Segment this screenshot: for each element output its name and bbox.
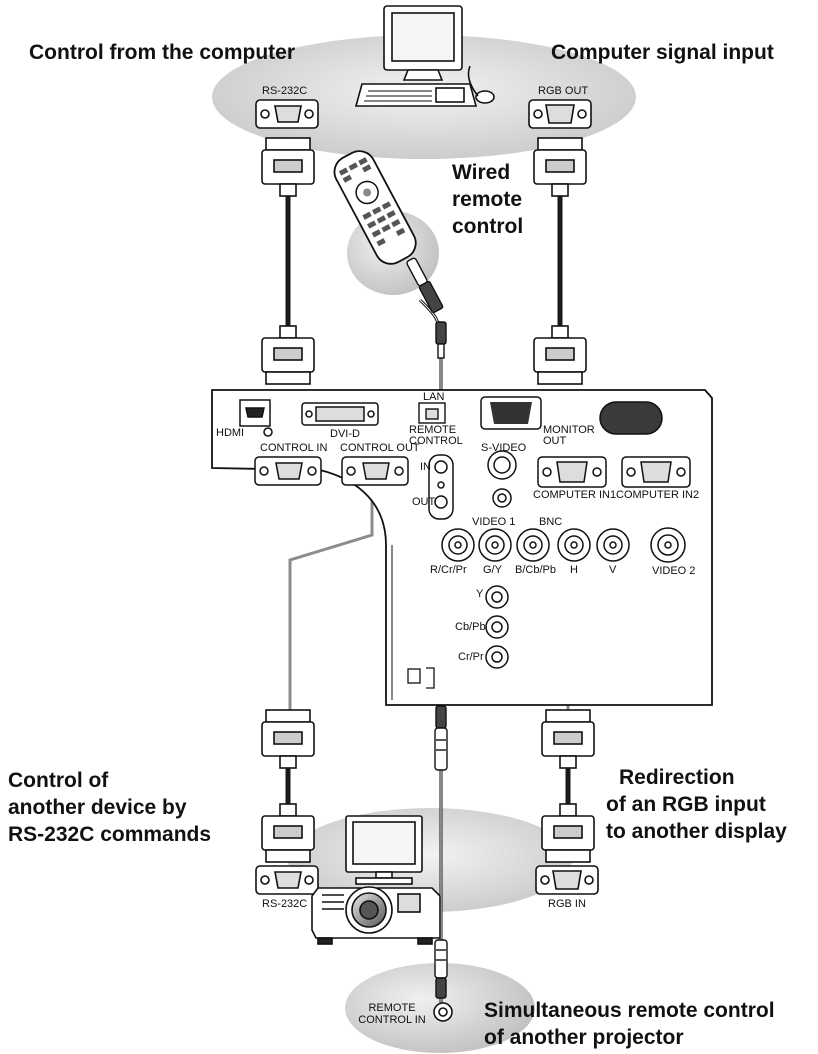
panel-knob [599, 401, 663, 435]
s-video-port [487, 450, 517, 508]
caption-simultaneous-2: of another projector [484, 1026, 684, 1049]
hdmi-port [239, 399, 273, 437]
bnc-r-port [441, 528, 475, 562]
label-s-video: S-VIDEO [481, 442, 527, 454]
rgb-out-port-top [528, 99, 592, 129]
caption-control-another-2: another device by [8, 796, 187, 819]
caption-simultaneous-1: Simultaneous remote control [484, 999, 775, 1022]
second-projector-icon [311, 886, 441, 945]
remote-control-in-jack [433, 1002, 453, 1022]
label-cr-pr: Cr/Pr [458, 651, 484, 663]
label-bnc: BNC [539, 516, 563, 528]
plug-bottom-right-lower [541, 803, 595, 863]
plug-bottom-right-upper [541, 709, 595, 769]
caption-redirection-3: to another display [606, 820, 787, 843]
label-video2: VIDEO 2 [652, 565, 696, 577]
control-out-cable [288, 480, 374, 712]
label-monitor-out-1: MONITOR [543, 424, 595, 436]
label-h: H [570, 564, 578, 576]
label-rs232c-top: RS-232C [262, 85, 308, 97]
dvi-d-port [301, 402, 379, 426]
video2-port [650, 527, 686, 563]
plug-bottom-left-upper [261, 709, 315, 769]
caption-control-from-computer: Control from the computer [29, 41, 295, 64]
label-rgb-in-bottom: RGB IN [548, 898, 586, 910]
caption-wired-remote-1: Wired [452, 161, 511, 184]
label-y: Y [476, 588, 484, 600]
label-remote-control-1: REMOTE [409, 424, 457, 436]
lan-port [418, 402, 446, 424]
label-rs232c-bottom: RS-232C [262, 898, 308, 910]
computer-icon [354, 5, 495, 107]
computer-in2-port [621, 456, 691, 488]
bnc-g-port [478, 528, 512, 562]
caption-control-another-1: Control of [8, 769, 109, 792]
rs232c-port-bottom [255, 865, 319, 895]
remote-in-out-jacks [428, 454, 454, 520]
component-cr-port [485, 645, 509, 669]
label-cb-pb: Cb/Pb [455, 621, 486, 633]
mini-plug-remote [406, 257, 447, 359]
label-video1: VIDEO 1 [472, 516, 516, 528]
label-remote-control-in-1: REMOTE [368, 1002, 416, 1014]
label-monitor-out-2: OUT [543, 435, 567, 447]
label-hdmi: HDMI [216, 427, 245, 439]
label-computer-in1: COMPUTER IN1 [533, 489, 617, 501]
label-computer-in2: COMPUTER IN2 [616, 489, 700, 501]
rs232c-port-top [255, 99, 319, 129]
label-b-cb-pb: B/Cb/Pb [515, 564, 556, 576]
plug-top-left-upper [261, 137, 315, 197]
caption-redirection-2: of an RGB input [606, 793, 766, 816]
wired-remote-controller [333, 150, 417, 265]
label-out: OUT [412, 496, 436, 508]
kensington-lock-icon [407, 667, 435, 689]
label-r-cr-pr: R/Cr/Pr [430, 564, 467, 576]
monitor-out-port [480, 396, 542, 430]
label-rgb-out-top: RGB OUT [538, 85, 589, 97]
caption-wired-remote-3: control [452, 215, 524, 238]
bnc-b-port [516, 528, 550, 562]
external-display-icon [345, 815, 423, 885]
label-g-y: G/Y [483, 564, 502, 576]
label-remote-control-2: CONTROL [409, 435, 463, 447]
label-dvi-d: DVI-D [330, 428, 360, 440]
bnc-h-port [557, 528, 591, 562]
label-lan: LAN [423, 391, 445, 403]
rgb-in-port-bottom [535, 865, 599, 895]
label-control-in: CONTROL IN [260, 442, 328, 454]
control-out-port [341, 456, 409, 486]
plug-top-right-upper [533, 137, 587, 197]
computer-in1-port [537, 456, 607, 488]
component-y-port [485, 585, 509, 609]
plug-bottom-left-lower [261, 803, 315, 863]
mini-plug-middle [434, 705, 448, 771]
bnc-v-port [596, 528, 630, 562]
plug-top-right-lower [533, 325, 587, 385]
label-v: V [609, 564, 617, 576]
label-control-out: CONTROL OUT [340, 442, 420, 454]
mini-plug-bottom [434, 939, 448, 999]
caption-computer-signal-input: Computer signal input [551, 41, 774, 64]
caption-wired-remote-2: remote [452, 188, 523, 211]
component-cb-port [485, 615, 509, 639]
caption-control-another-3: RS-232C commands [8, 823, 212, 846]
label-in: IN [420, 461, 431, 473]
plug-top-left-lower [261, 325, 315, 385]
caption-redirection-1: Redirection [619, 766, 735, 789]
label-remote-control-in-2: CONTROL IN [358, 1014, 426, 1026]
control-in-port [254, 456, 322, 486]
